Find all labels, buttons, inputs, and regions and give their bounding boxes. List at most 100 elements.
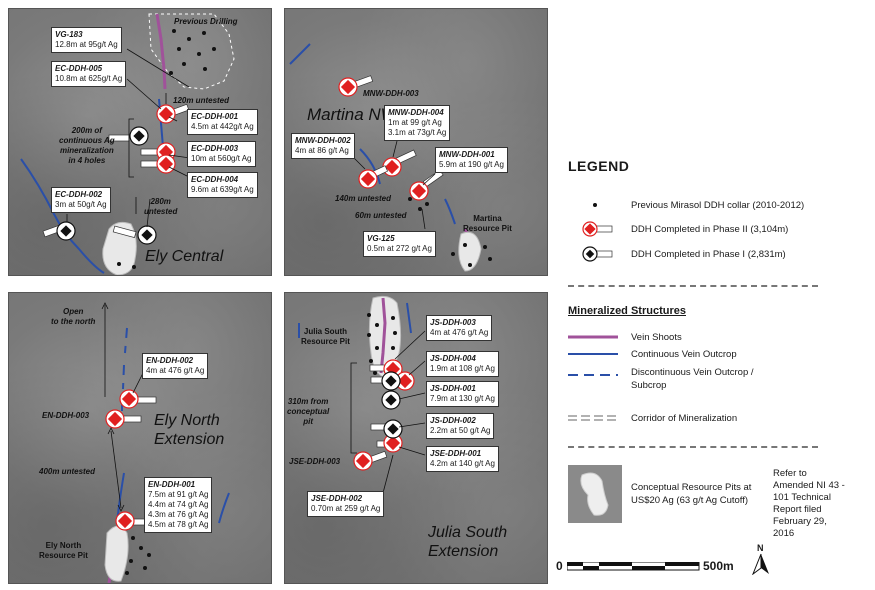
discontinuous-vein-outcrop [121, 327, 128, 425]
pit-line: Resource Pit [463, 224, 512, 233]
corridor-icon [568, 415, 618, 421]
note-line: to the north [51, 317, 96, 326]
legend-line: US$20 Ag (63 g/t Ag Cutoff) [631, 495, 749, 506]
previous-drilling-label: Previous Drilling [174, 17, 238, 26]
structures-title: Mineralized Structures [568, 305, 686, 317]
north-arrow-icon [752, 553, 769, 575]
continuous-mineralization-note: 200m of continuous Ag mineralization in … [59, 126, 115, 166]
intercept: 7.9m at 130 g/t Ag [430, 394, 495, 403]
leader-lines [352, 140, 436, 230]
intercept: 4.2m at 140 g/t Ag [430, 459, 495, 468]
untested-60-label: 60m untested [355, 211, 407, 220]
hole-id: JS-DDH-003 [430, 318, 476, 327]
phase1-holes [370, 371, 403, 439]
intercept: 2.2m at 50 g/t Ag [430, 426, 491, 435]
intercept: 0.70m at 259 g/t Ag [311, 504, 381, 513]
label-ec003: EC-DDH-003 10m at 560g/t Ag [187, 141, 256, 167]
from-conceptual-pit-label: 310m from conceptual pit [287, 397, 329, 427]
intercept: 1.9m at 108 g/t Ag [430, 364, 495, 373]
intercept: 10.8m at 625g/t Ag [55, 74, 123, 83]
label-en003: EN-DDH-003 [42, 411, 90, 420]
previous-collars [408, 197, 492, 267]
note-line: 200m of [71, 126, 102, 135]
legend-corridor: Corridor of Mineralization [631, 413, 738, 424]
note-line: in 4 holes [68, 156, 106, 165]
refer-line: Report filed [773, 504, 822, 515]
note-line: conceptual [287, 407, 330, 416]
label-mnw003: MNW-DDH-003 [363, 89, 419, 98]
note-line: 280m [150, 197, 171, 206]
title-line: Extension [154, 431, 225, 448]
scale-bar [567, 562, 700, 571]
hole-id: EN-DDH-002 [146, 356, 194, 365]
continuous-vein-outcrop [218, 492, 230, 524]
label-js003: JS-DDH-003 4m at 476 g/t Ag [426, 315, 493, 341]
martina-pit-label: Martina Resource Pit [463, 214, 512, 234]
refer-line: 101 Technical [773, 492, 831, 503]
pit-line: Resource Pit [301, 337, 350, 346]
label-mnw004: MNW-DDH-004 1m at 99 g/t Ag 3.1m at 73g/… [384, 105, 451, 141]
hole-id: MNW-DDH-001 [439, 150, 495, 159]
legend-line: Conceptual Resource Pits at [631, 482, 752, 493]
ely-central-panel: Previous Drilling VG-183 12.8m at 95g/t … [8, 8, 272, 276]
label-mnw001: MNW-DDH-001 5.9m at 190 g/t Ag [435, 147, 508, 173]
previous-collars [117, 29, 216, 269]
hole-id: EC-DDH-001 [191, 112, 239, 121]
vein-shoot [379, 297, 387, 374]
ely-central-map [20, 13, 235, 275]
martina-nw-map [289, 43, 492, 272]
north-label: N [757, 543, 764, 553]
legend-line: Discontinuous Vein Outcrop / [631, 367, 754, 378]
panel-title: Martina NW [307, 105, 397, 124]
intercept: 3m at 50g/t Ag [55, 200, 107, 209]
vein-shoot [155, 13, 167, 90]
hole-id: EC-DDH-004 [191, 175, 239, 184]
intercept: 9.6m at 639g/t Ag [191, 185, 254, 194]
pit-line: Resource Pit [39, 551, 88, 560]
hole-id: JSE-DDH-002 [311, 494, 363, 503]
intercept: 4.4m at 74 g/t Ag [148, 500, 209, 509]
untested-120-label: 120m untested [173, 96, 230, 105]
note-line: pit [303, 417, 313, 426]
note-line: untested [144, 207, 178, 216]
intercept: 4m at 86 g/t Ag [295, 146, 349, 155]
phase2-holes [105, 389, 157, 531]
previous-drilling-outline [148, 13, 235, 90]
label-ec004: EC-DDH-004 9.6m at 639g/t Ag [187, 172, 258, 198]
hole-id: EC-DDH-002 [55, 190, 103, 199]
untested-280-label: 280m untested [144, 197, 177, 217]
hole-id: EC-DDH-003 [191, 144, 239, 153]
pit-line: Julia South [303, 327, 348, 336]
hole-id: MNW-DDH-004 [388, 108, 444, 117]
label-ec001: EC-DDH-001 4.5m at 442g/t Ag [187, 109, 258, 135]
hole-id: JS-DDH-001 [430, 384, 476, 393]
refer-line: February 29, [773, 516, 827, 527]
refer-line: Refer to [773, 468, 807, 479]
label-vg125: VG-125 0.5m at 272 g/t Ag [363, 231, 436, 257]
intercept: 12.8m at 95g/t Ag [55, 40, 118, 49]
legend-title: LEGEND [568, 158, 630, 174]
untested-400-label: 400m untested [39, 467, 96, 476]
conceptual-pit-icon [568, 465, 622, 523]
resource-pit [458, 231, 482, 272]
open-north-label: Open to the north [51, 307, 95, 327]
legend-divider [568, 285, 818, 287]
continuous-vein-outcrop [406, 302, 412, 334]
legend-discontinuous-vein: Discontinuous Vein Outcrop / Subcrop [631, 366, 754, 392]
legend-previous-collar: Previous Mirasol DDH collar (2010-2012) [631, 200, 805, 211]
phase2-hole-icon [582, 221, 613, 237]
julia-south-map [298, 295, 426, 494]
hole-id: VG-125 [367, 234, 395, 243]
label-jse003: JSE-DDH-003 [289, 457, 341, 466]
panel-title: Julia South Extension [428, 523, 507, 561]
hole-id: EC-DDH-005 [55, 64, 103, 73]
refer-line: Amended NI 43 - [773, 480, 845, 491]
title-line: Extension [428, 543, 499, 560]
previous-collar-icon [593, 203, 597, 207]
label-en002: EN-DDH-002 4m at 476 g/t Ag [142, 353, 209, 379]
label-mnw002: MNW-DDH-002 4m at 86 g/t Ag [291, 133, 355, 159]
legend-divider [568, 446, 818, 448]
intercept: 4m at 476 g/t Ag [430, 328, 489, 337]
intercept: 4.3m at 76 g/t Ag [148, 510, 209, 519]
panel-title: Ely North Extension [154, 411, 224, 449]
